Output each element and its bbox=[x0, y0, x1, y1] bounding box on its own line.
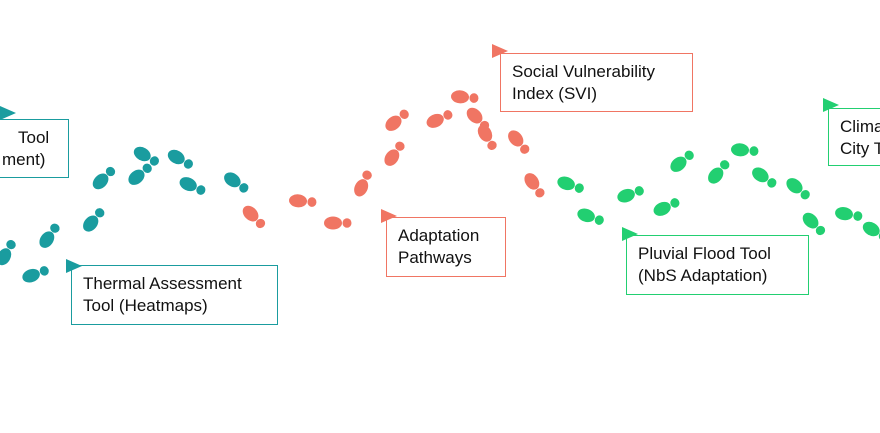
footprint-icon bbox=[167, 149, 193, 169]
step-box-cut-off-left: Tool ment) bbox=[0, 119, 69, 178]
flag-icon bbox=[823, 98, 839, 112]
footprint-icon bbox=[708, 160, 730, 184]
flag-icon bbox=[622, 227, 638, 241]
step-line: Tool (Heatmaps) bbox=[83, 296, 208, 315]
step-line: Adaptation bbox=[398, 226, 480, 245]
footprint-icon bbox=[802, 212, 826, 236]
step-line: Thermal Assessment bbox=[83, 274, 242, 293]
step-line: Tool bbox=[18, 128, 50, 147]
step-box-social-vulnerability: Social Vulnerability Index (SVI) bbox=[500, 53, 693, 112]
footprint-icon bbox=[862, 221, 880, 241]
footprint-icon bbox=[128, 163, 152, 185]
footprint-icon bbox=[752, 167, 777, 188]
footprint-icon bbox=[289, 194, 317, 208]
step-line: Social Vulnerability bbox=[512, 62, 655, 81]
footprint-icon bbox=[426, 110, 453, 128]
footprint-icon bbox=[242, 205, 266, 229]
footprint-icon bbox=[22, 266, 49, 283]
step-box-adaptation-pathways: Adaptation Pathways bbox=[386, 217, 506, 277]
flag-icon bbox=[66, 259, 82, 273]
footprint-icon bbox=[524, 173, 545, 198]
step-box-pluvial-flood: Pluvial Flood Tool (NbS Adaptation) bbox=[626, 235, 809, 295]
step-line: (NbS Adaptation) bbox=[638, 266, 768, 285]
footprint-icon bbox=[731, 143, 759, 157]
step-line: Pluvial Flood Tool bbox=[638, 244, 771, 263]
flag-icon bbox=[381, 209, 397, 223]
step-line: Index (SVI) bbox=[512, 84, 598, 103]
flag-icon bbox=[0, 106, 16, 120]
footprint-icon bbox=[0, 240, 16, 266]
footprint-icon bbox=[786, 178, 810, 200]
footprint-icon bbox=[92, 166, 116, 190]
footprint-icon bbox=[39, 223, 60, 248]
footprint-icon bbox=[557, 176, 584, 193]
footprint-icon bbox=[617, 186, 644, 203]
footprint-icon bbox=[224, 172, 249, 193]
flag-icon bbox=[492, 44, 508, 58]
step-line: City T bbox=[840, 139, 880, 158]
footprint-icon bbox=[83, 208, 105, 232]
step-line: Pathways bbox=[398, 248, 472, 267]
footprint-icon bbox=[324, 216, 352, 230]
footprint-icon bbox=[385, 109, 409, 131]
footprint-icon bbox=[354, 170, 372, 197]
step-box-thermal-assessment: Thermal Assessment Tool (Heatmaps) bbox=[71, 265, 278, 325]
footprint-icon bbox=[384, 141, 405, 166]
footprint-icon bbox=[179, 177, 206, 195]
footprint-icon bbox=[477, 124, 497, 150]
step-box-cut-off-right: Clima City T bbox=[828, 108, 880, 166]
footprint-icon bbox=[508, 130, 530, 154]
footprint-icon bbox=[133, 146, 159, 166]
step-line: ment) bbox=[2, 150, 46, 169]
footprint-icon bbox=[577, 208, 604, 225]
footprint-icon bbox=[835, 207, 863, 221]
footprint-icon bbox=[653, 198, 680, 216]
footprint-icon bbox=[451, 90, 479, 104]
footprint-icon bbox=[670, 150, 694, 172]
step-line: Clima bbox=[840, 117, 880, 136]
